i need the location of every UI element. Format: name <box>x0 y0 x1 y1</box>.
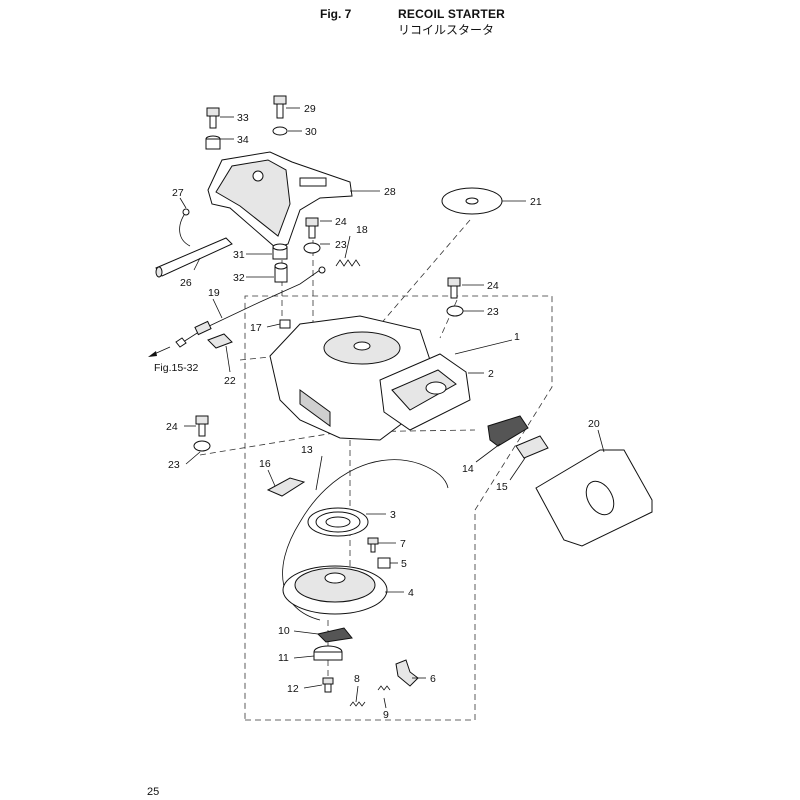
part-29-bolt <box>273 95 287 119</box>
diagram-title-japanese: リコイルスタータ <box>398 23 495 37</box>
callout-24-right: 24 <box>487 280 499 292</box>
part-17-pin <box>279 319 291 329</box>
part-11-pulley <box>313 645 343 661</box>
callout-15: 15 <box>496 481 508 493</box>
part-18-spring <box>335 259 361 267</box>
callout-23-left: 23 <box>168 459 180 471</box>
part-21-disc <box>441 187 503 215</box>
part-32-collar <box>274 262 288 283</box>
callout-8: 8 <box>354 673 360 685</box>
callout-23-right: 23 <box>487 306 499 318</box>
callout-3: 3 <box>390 509 396 521</box>
callout-24-left: 24 <box>166 421 178 433</box>
part-3-spring <box>307 507 369 537</box>
callout-34: 34 <box>237 134 249 146</box>
callout-10: 10 <box>278 625 290 637</box>
part-5-collar <box>377 557 391 569</box>
part-26-tube <box>155 237 233 278</box>
part-12-screw <box>322 677 334 693</box>
callout-28: 28 <box>384 186 396 198</box>
part-4-reel <box>282 565 388 615</box>
callout-1: 1 <box>514 331 520 343</box>
assembly-boundary <box>244 295 553 721</box>
callout-23-center: 23 <box>335 239 347 251</box>
part-16-bracket <box>266 477 306 497</box>
part-14-handle <box>487 415 529 447</box>
callout-16: 16 <box>259 458 271 470</box>
callout-21: 21 <box>530 196 542 208</box>
part-23-washer-left <box>193 440 211 452</box>
callout-22: 22 <box>224 375 236 387</box>
part-27-clip <box>179 211 191 247</box>
callout-27: 27 <box>172 187 184 199</box>
callout-9: 9 <box>383 709 389 721</box>
part-28-cover <box>207 151 353 249</box>
part-2-guide <box>379 353 471 431</box>
part-6-lever <box>395 659 419 687</box>
callout-5: 5 <box>401 558 407 570</box>
callout-4: 4 <box>408 587 414 599</box>
callout-12: 12 <box>287 683 299 695</box>
part-34-collar <box>205 135 221 150</box>
callout-11: 11 <box>278 652 289 664</box>
callout-33: 33 <box>237 112 249 124</box>
reference-fig15-32: Fig.15-32 <box>154 362 199 374</box>
callout-13: 13 <box>301 444 313 456</box>
diagram-title-english: RECOIL STARTER <box>398 7 506 21</box>
part-19-cable <box>175 266 326 348</box>
part-23-washer-right <box>446 305 464 317</box>
part-7-screw <box>367 537 379 553</box>
part-15-knob <box>515 435 549 459</box>
part-24-bolt-right <box>447 277 461 299</box>
part-9-spring <box>377 685 391 691</box>
part-22-block <box>207 333 233 349</box>
page-number: 25 <box>147 786 160 798</box>
callout-2: 2 <box>488 368 494 380</box>
figure-label: Fig. 7 <box>320 7 352 21</box>
callout-18: 18 <box>356 224 368 236</box>
callout-7: 7 <box>400 538 406 550</box>
callout-17: 17 <box>250 322 262 334</box>
part-30-washer <box>272 126 288 136</box>
callout-20: 20 <box>588 418 600 430</box>
part-8-spring <box>349 701 366 707</box>
callout-29: 29 <box>304 103 316 115</box>
part-33-bolt <box>206 107 220 129</box>
callout-6: 6 <box>430 673 436 685</box>
part-10-leaf <box>317 627 353 643</box>
callout-32: 32 <box>233 272 245 284</box>
part-24-bolt-center <box>305 217 319 239</box>
callout-19: 19 <box>208 287 220 299</box>
callout-30: 30 <box>305 126 317 138</box>
callout-24-center: 24 <box>335 216 347 228</box>
part-31-collar <box>272 243 288 260</box>
callout-31: 31 <box>233 249 245 261</box>
callout-26: 26 <box>180 277 192 289</box>
leader-lines <box>179 107 605 709</box>
part-23-washer-center <box>303 242 321 254</box>
part-20-plate <box>535 449 653 547</box>
part-24-bolt-left <box>195 415 209 437</box>
callout-14: 14 <box>462 463 474 475</box>
